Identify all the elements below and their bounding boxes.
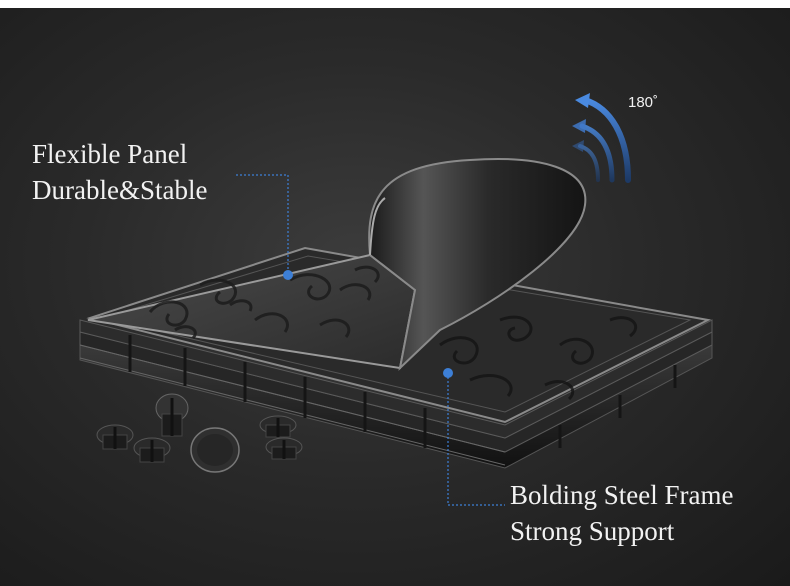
panel-caption-line2: Durable&Stable (32, 175, 208, 205)
frame-caption: Bolding Steel Frame Strong Support (510, 477, 733, 549)
top-white-band (0, 0, 790, 8)
rotation-angle-label: 180˚ (628, 94, 659, 111)
flexible-panel (87, 157, 587, 371)
panel-caption: Flexible Panel Durable&Stable (32, 136, 207, 208)
rotation-arrows-icon (572, 93, 631, 183)
frame-caption-line2: Strong Support (510, 516, 675, 546)
stacked-tiles (79, 319, 713, 469)
connector-clips (96, 393, 303, 473)
panel-caption-line1: Flexible Panel (32, 139, 188, 169)
callout-frame (443, 368, 505, 506)
callout-panel (236, 174, 293, 280)
frame-caption-line1: Bolding Steel Frame (510, 480, 734, 510)
